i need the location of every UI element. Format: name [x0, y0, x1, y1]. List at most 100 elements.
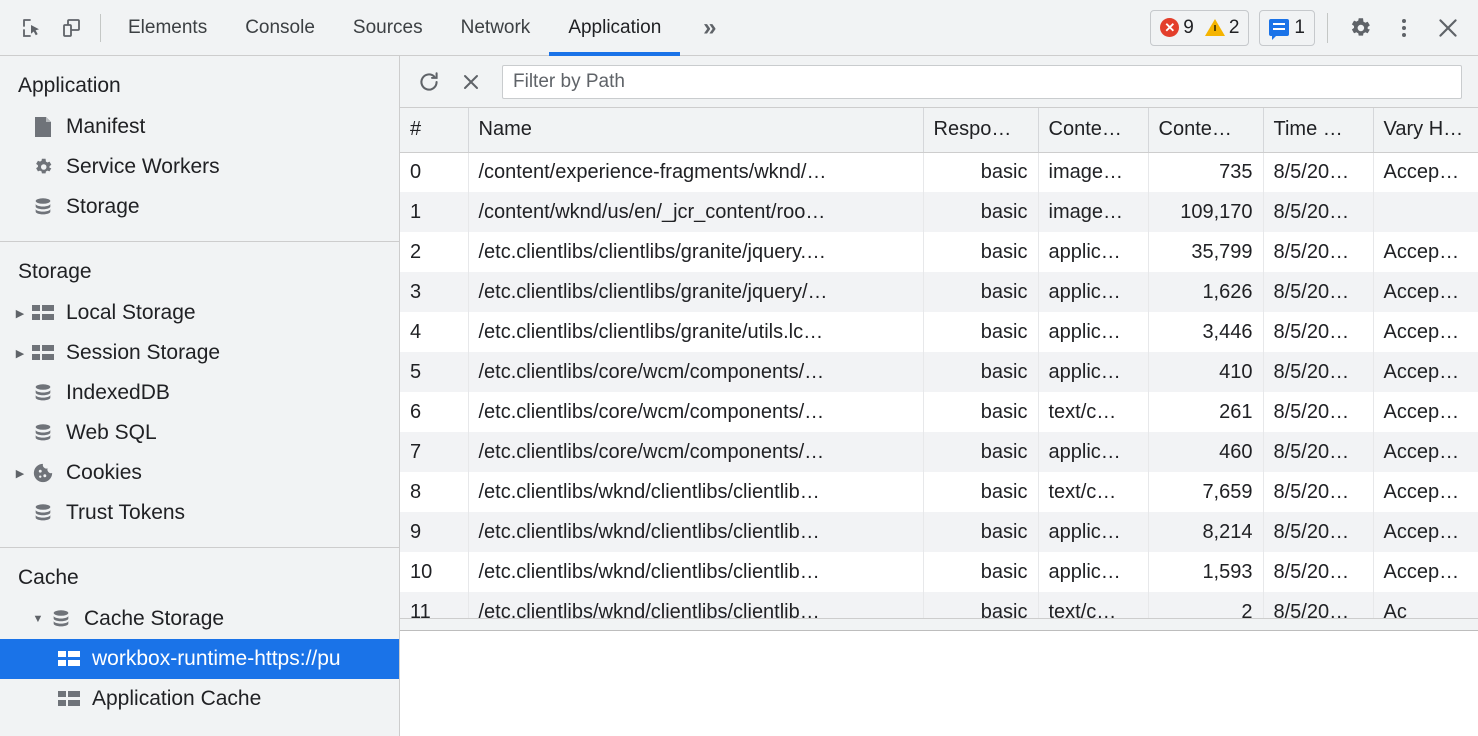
cell-response-type: basic: [923, 352, 1038, 392]
table-row[interactable]: 9 /etc.clientlibs/wknd/clientlibs/client…: [400, 512, 1478, 552]
cell-content-length: 261: [1148, 392, 1263, 432]
table-row[interactable]: 0 /content/experience-fragments/wknd/… b…: [400, 152, 1478, 192]
gear-icon[interactable]: [1340, 8, 1380, 48]
sidebar-item-label: Cache Storage: [84, 607, 224, 631]
tab-sources[interactable]: Sources: [334, 0, 442, 56]
table-row[interactable]: 11 /etc.clientlibs/wknd/clientlibs/clien…: [400, 592, 1478, 618]
error-warning-badge[interactable]: ✕ 9 2: [1150, 10, 1249, 46]
devtools-main-toolbar: Elements Console Sources Network Applica…: [0, 0, 1478, 56]
cell-time-cached: 8/5/20…: [1263, 272, 1373, 312]
cell-name: /etc.clientlibs/core/wcm/components/…: [468, 352, 923, 392]
sidebar-item-service-workers[interactable]: Service Workers: [0, 147, 399, 187]
application-sidebar: Application Manifest Service Workers: [0, 56, 400, 736]
sidebar-item-label: Storage: [66, 195, 140, 219]
cell-name: /etc.clientlibs/wknd/clientlibs/clientli…: [468, 552, 923, 592]
cell-time-cached: 8/5/20…: [1263, 472, 1373, 512]
sidebar-item-label: Cookies: [66, 461, 142, 485]
table-row[interactable]: 7 /etc.clientlibs/core/wcm/components/… …: [400, 432, 1478, 472]
sidebar-item-storage[interactable]: Storage: [0, 187, 399, 227]
cell-time-cached: 8/5/20…: [1263, 552, 1373, 592]
warning-count: 2: [1229, 17, 1240, 39]
cell-name: /content/wknd/us/en/_jcr_content/roo…: [468, 192, 923, 232]
three-dots-icon[interactable]: [1384, 8, 1424, 48]
cell-response-type: basic: [923, 232, 1038, 272]
inspect-cursor-icon[interactable]: [12, 8, 52, 48]
sidebar-item-indexeddb[interactable]: IndexedDB: [0, 373, 399, 413]
cell-content-type: applic…: [1038, 552, 1148, 592]
table-body: 0 /content/experience-fragments/wknd/… b…: [400, 152, 1478, 618]
more-tabs-icon[interactable]: »: [680, 14, 736, 42]
cache-panel-toolbar: [400, 56, 1478, 108]
sidebar-item-web-sql[interactable]: Web SQL: [0, 413, 399, 453]
device-toggle-icon[interactable]: [52, 8, 92, 48]
sidebar-item-trust-tokens[interactable]: Trust Tokens: [0, 493, 399, 533]
close-icon[interactable]: [1428, 8, 1468, 48]
chevron-right-icon[interactable]: ▶: [10, 467, 30, 480]
cell-response-type: basic: [923, 432, 1038, 472]
chevron-right-icon[interactable]: ▶: [10, 347, 30, 360]
column-header-time-cached[interactable]: Time …: [1263, 108, 1373, 152]
cell-time-cached: 8/5/20…: [1263, 432, 1373, 472]
refresh-icon[interactable]: [410, 63, 448, 101]
cell-content-length: 735: [1148, 152, 1263, 192]
document-icon: [30, 116, 56, 138]
cell-content-type: applic…: [1038, 232, 1148, 272]
filter-input[interactable]: [502, 65, 1462, 99]
table-row[interactable]: 4 /etc.clientlibs/clientlibs/granite/uti…: [400, 312, 1478, 352]
table-header-row: # Name Respo… Conte… Conte… Time … Vary …: [400, 108, 1478, 152]
tab-elements[interactable]: Elements: [109, 0, 226, 56]
cell-index: 0: [400, 152, 468, 192]
sidebar-item-workbox-runtime-cache[interactable]: workbox-runtime-https://pu: [0, 639, 399, 679]
warning-badge[interactable]: 2: [1205, 17, 1240, 39]
sidebar-item-cookies[interactable]: ▶ Cookies: [0, 453, 399, 493]
table-row[interactable]: 3 /etc.clientlibs/clientlibs/granite/jqu…: [400, 272, 1478, 312]
table-row[interactable]: 8 /etc.clientlibs/wknd/clientlibs/client…: [400, 472, 1478, 512]
delete-x-icon[interactable]: [452, 63, 490, 101]
cell-time-cached: 8/5/20…: [1263, 352, 1373, 392]
tab-application[interactable]: Application: [549, 0, 680, 56]
toolbar-divider: [100, 14, 101, 42]
table-row[interactable]: 1 /content/wknd/us/en/_jcr_content/roo… …: [400, 192, 1478, 232]
chevron-right-icon[interactable]: ▶: [10, 307, 30, 320]
cell-vary-header: Accep…: [1373, 232, 1478, 272]
sidebar-item-manifest[interactable]: Manifest: [0, 107, 399, 147]
cell-response-type: basic: [923, 592, 1038, 618]
cell-name: /etc.clientlibs/wknd/clientlibs/clientli…: [468, 592, 923, 618]
table-row[interactable]: 10 /etc.clientlibs/wknd/clientlibs/clien…: [400, 552, 1478, 592]
column-header-vary-header[interactable]: Vary H…: [1373, 108, 1478, 152]
cell-index: 10: [400, 552, 468, 592]
error-badge[interactable]: ✕ 9: [1160, 17, 1194, 39]
cell-vary-header: Accep…: [1373, 352, 1478, 392]
cell-vary-header: [1373, 192, 1478, 232]
column-header-content-length[interactable]: Conte…: [1148, 108, 1263, 152]
column-header-response-type[interactable]: Respo…: [923, 108, 1038, 152]
cell-content-type: image…: [1038, 152, 1148, 192]
database-icon: [30, 196, 56, 218]
sidebar-item-cache-storage[interactable]: ▼ Cache Storage: [0, 599, 399, 639]
sidebar-section-storage: Storage ▶ Local Storage ▶ Session Storag…: [0, 241, 399, 547]
sidebar-item-local-storage[interactable]: ▶ Local Storage: [0, 293, 399, 333]
issues-badge[interactable]: 1: [1259, 10, 1315, 46]
table-row[interactable]: 5 /etc.clientlibs/core/wcm/components/… …: [400, 352, 1478, 392]
cell-vary-header: Ac: [1373, 592, 1478, 618]
cell-name: /etc.clientlibs/wknd/clientlibs/clientli…: [468, 512, 923, 552]
table-row[interactable]: 6 /etc.clientlibs/core/wcm/components/… …: [400, 392, 1478, 432]
sidebar-item-label: Service Workers: [66, 155, 220, 179]
tab-console[interactable]: Console: [226, 0, 334, 56]
column-header-index[interactable]: #: [400, 108, 468, 152]
sidebar-item-application-cache[interactable]: Application Cache: [0, 679, 399, 719]
sidebar-item-label: Web SQL: [66, 421, 157, 445]
chevron-down-icon[interactable]: ▼: [28, 613, 48, 625]
panel-tabs: Elements Console Sources Network Applica…: [109, 0, 680, 56]
tab-network[interactable]: Network: [442, 0, 550, 56]
cell-index: 8: [400, 472, 468, 512]
sidebar-item-session-storage[interactable]: ▶ Session Storage: [0, 333, 399, 373]
cell-content-type: applic…: [1038, 352, 1148, 392]
column-header-name[interactable]: Name: [468, 108, 923, 152]
table-row[interactable]: 2 /etc.clientlibs/clientlibs/granite/jqu…: [400, 232, 1478, 272]
cache-entries-grid[interactable]: # Name Respo… Conte… Conte… Time … Vary …: [400, 108, 1478, 618]
horizontal-scrollbar[interactable]: [400, 618, 1478, 631]
cell-content-type: applic…: [1038, 432, 1148, 472]
column-header-content-type[interactable]: Conte…: [1038, 108, 1148, 152]
